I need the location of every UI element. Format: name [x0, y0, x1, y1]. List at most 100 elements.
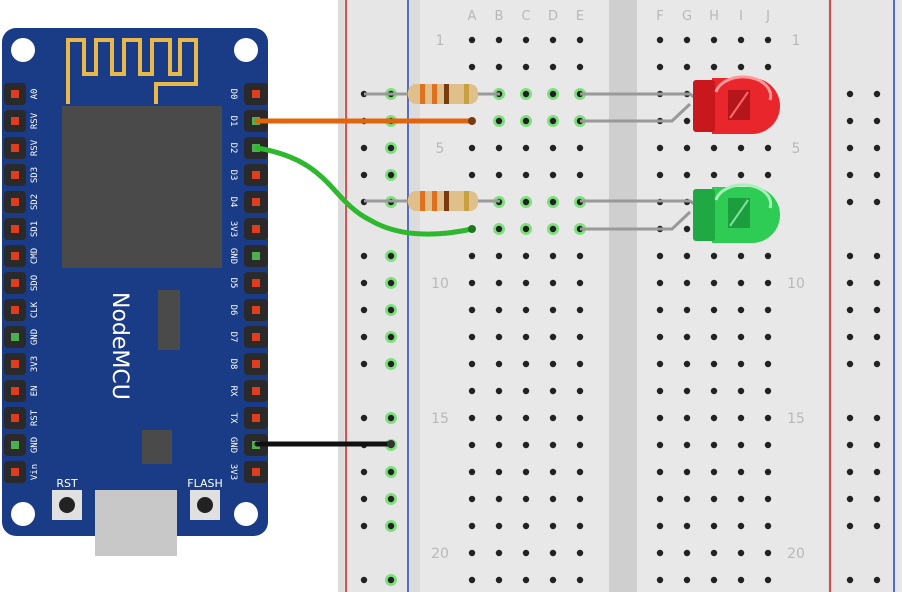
pin-cmd[interactable] — [11, 252, 19, 260]
pin-a0[interactable] — [11, 90, 19, 98]
rail-hole — [873, 522, 881, 530]
breadboard-hole — [683, 549, 691, 557]
pin-sd1[interactable] — [11, 225, 19, 233]
breadboard-hole — [522, 306, 530, 314]
breadboard-hole — [764, 468, 772, 476]
rail-hole — [387, 495, 395, 503]
breadboard-hole — [549, 36, 557, 44]
breadboard-hole — [710, 306, 718, 314]
row-label: 10 — [431, 276, 449, 292]
breadboard-hole — [656, 144, 664, 152]
breadboard-hole — [683, 576, 691, 584]
rail-hole — [360, 171, 368, 179]
breadboard-hole — [737, 468, 745, 476]
rst-button-cap[interactable] — [59, 497, 75, 513]
pin-gnd[interactable] — [11, 441, 19, 449]
pin-sd2[interactable] — [11, 198, 19, 206]
breadboard-hole — [495, 36, 503, 44]
resistor-bottom — [408, 191, 478, 211]
rail-hole — [387, 171, 395, 179]
breadboard-hole — [468, 63, 476, 71]
row-label: 1 — [792, 33, 801, 49]
breadboard-hole — [549, 468, 557, 476]
breadboard-hole — [764, 414, 772, 422]
nodemcu-board: NodeMCU RST FLASH A0RSVRSVSD3SD2SD1CMDSD… — [2, 28, 268, 556]
breadboard-hole — [737, 549, 745, 557]
pin-rsv[interactable] — [11, 117, 19, 125]
breadboard-hole — [656, 576, 664, 584]
pin-d7[interactable] — [252, 333, 260, 341]
rail-hole — [846, 252, 854, 260]
pin-3v3[interactable] — [252, 468, 260, 476]
breadboard-hole — [549, 198, 557, 206]
pin-d8[interactable] — [252, 360, 260, 368]
led-red — [693, 75, 780, 134]
pin-label: GND — [30, 329, 40, 345]
breadboard-hole — [576, 36, 584, 44]
breadboard-hole — [549, 549, 557, 557]
pin-label: D2 — [228, 143, 238, 154]
breadboard-hole — [522, 576, 530, 584]
pin-3v3[interactable] — [252, 225, 260, 233]
pin-d0[interactable] — [252, 90, 260, 98]
pin-sdo[interactable] — [11, 279, 19, 287]
breadboard-hole — [656, 414, 664, 422]
pin-sd3[interactable] — [11, 171, 19, 179]
pin-en[interactable] — [11, 387, 19, 395]
row-label: 1 — [436, 33, 445, 49]
flash-button-cap[interactable] — [197, 497, 213, 513]
pin-rx[interactable] — [252, 387, 260, 395]
breadboard-hole — [710, 144, 718, 152]
pin-d3[interactable] — [252, 171, 260, 179]
breadboard-hole — [764, 549, 772, 557]
breadboard-hole — [656, 495, 664, 503]
breadboard-hole — [764, 306, 772, 314]
breadboard-hole — [522, 468, 530, 476]
pin-tx[interactable] — [252, 414, 260, 422]
pin-label: CLK — [30, 301, 40, 318]
pin-d6[interactable] — [252, 306, 260, 314]
breadboard-hole — [737, 333, 745, 341]
pin-d4[interactable] — [252, 198, 260, 206]
rail-hole — [873, 90, 881, 98]
rail-hole — [360, 495, 368, 503]
row-label: 10 — [787, 276, 805, 292]
pin-3v3[interactable] — [11, 360, 19, 368]
breadboard-hole — [522, 90, 530, 98]
pin-gnd[interactable] — [252, 252, 260, 260]
rail-hole — [360, 279, 368, 287]
breadboard-hole — [495, 414, 503, 422]
pin-d5[interactable] — [252, 279, 260, 287]
rail-hole — [873, 117, 881, 125]
breadboard-hole — [683, 522, 691, 530]
pin-gnd[interactable] — [11, 333, 19, 341]
breadboard-hole — [737, 306, 745, 314]
breadboard-hole — [737, 36, 745, 44]
pin-vin[interactable] — [11, 468, 19, 476]
breadboard-hole — [656, 36, 664, 44]
breadboard-hole — [522, 522, 530, 530]
pin-label: SD3 — [30, 167, 40, 183]
breadboard-hole — [737, 171, 745, 179]
pin-label: 3V3 — [30, 356, 40, 372]
rail-hole — [387, 252, 395, 260]
pin-label: D7 — [228, 332, 238, 343]
breadboard-hole — [495, 522, 503, 530]
breadboard-hole — [737, 279, 745, 287]
pin-label: GND — [228, 248, 238, 264]
breadboard-hole — [683, 171, 691, 179]
pin-label: D4 — [228, 197, 238, 208]
pin-label: TX — [228, 413, 238, 424]
pin-clk[interactable] — [11, 306, 19, 314]
breadboard-hole — [710, 36, 718, 44]
rail-hole — [360, 360, 368, 368]
rail-hole — [387, 144, 395, 152]
breadboard-hole — [522, 171, 530, 179]
row-label: 20 — [787, 546, 805, 562]
chip — [158, 290, 180, 350]
rail-hole — [387, 414, 395, 422]
pin-rst[interactable] — [11, 414, 19, 422]
pin-rsv[interactable] — [11, 144, 19, 152]
breadboard-hole — [549, 279, 557, 287]
pin-label: CMD — [30, 248, 40, 264]
